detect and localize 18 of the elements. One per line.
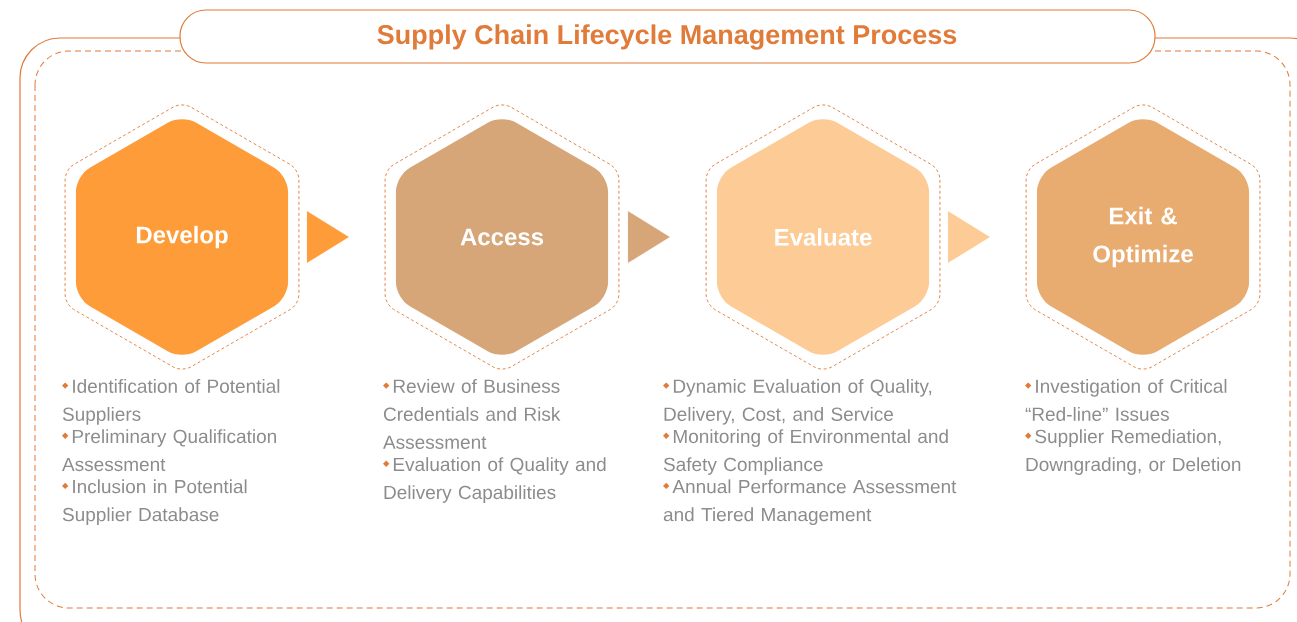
bullet-text: Review of Business Credentials and Risk Assessment [383, 379, 561, 449]
hexagon: Evaluate [705, 104, 941, 370]
arrow [947, 211, 990, 263]
bullet-text: Evaluation of Quality and Delivery Capabilities [383, 457, 606, 503]
bullet-text: Investigation of Critical “Red-line” Issues [1025, 379, 1227, 421]
hexagon: Develop [64, 104, 300, 370]
hexagon: Exit & Optimize [1025, 104, 1261, 370]
arrow [306, 211, 349, 263]
bullet-text: Dynamic Evaluation of Quality, Delivery, Cost, and Service [663, 379, 932, 425]
title-banner: Supply Chain Lifecycle Management Process [179, 9, 1156, 64]
hexagon: Access [384, 104, 620, 370]
arrow [627, 211, 670, 263]
bullet-text: Inclusion in Potential Supplier Database [62, 479, 247, 526]
bullet-text: Preliminary Qualification Assessment [62, 429, 276, 472]
bullet-text: Supplier Remediation, Downgrading, or Deletion [1025, 429, 1241, 475]
bullet-text: Annual Performance Assessment and Tiered Management [663, 479, 957, 526]
bullet-text: Monitoring of Environmental and Safety Compliance [663, 429, 948, 475]
bullet-text: Identification of Potential Suppliers [62, 379, 280, 425]
